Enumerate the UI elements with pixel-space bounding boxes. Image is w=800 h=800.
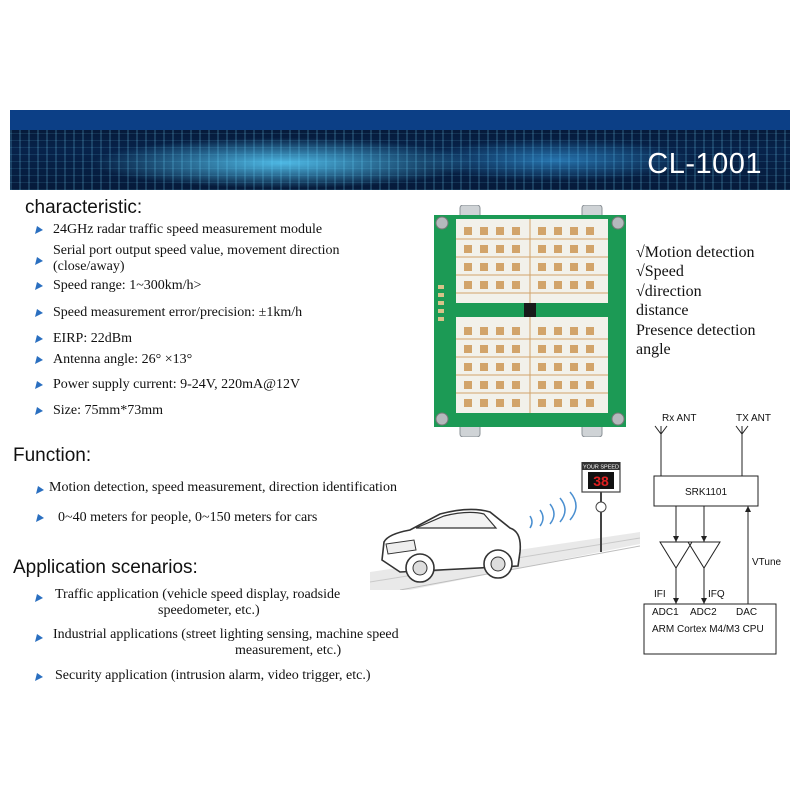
feature-item: distance [636,302,689,320]
arrow-bullet-icon [35,381,43,389]
function-heading: Function: [13,445,92,466]
block-diagram: Rx ANT TX ANT SRK1101 VTune IFI IFQ ADC1… [643,413,782,655]
vtune-label: VTune [752,557,782,568]
sign-speed-value: 38 [593,473,609,489]
arrow-bullet-icon [35,282,43,290]
arrow-bullet-icon [35,673,43,681]
arrow-bullet-icon [35,356,43,364]
arrow-bullet-icon [35,634,43,642]
arrow-bullet-icon [35,407,43,415]
dac-label: DAC [736,607,757,618]
arrow-bullet-icon [36,486,44,494]
banner-background-art [10,130,790,190]
arrow-bullet-icon [35,309,43,317]
arrow-bullet-icon [35,226,43,234]
feature-checklist: √Motion detection √Speed √direction dist… [636,243,756,359]
ifq-label: IFQ [708,589,725,600]
vehicle-speed-scene-image: YOUR SPEED 38 [370,462,640,590]
adc2-label: ADC2 [690,607,717,618]
feature-item: Presence detection [636,321,756,339]
cpu-label: ARM Cortex M4/M3 CPU [652,624,764,635]
feature-item: √Speed [636,263,684,281]
tx-antenna-label: TX ANT [736,413,771,424]
arrow-bullet-icon [35,594,43,602]
applications-heading: Application scenarios: [13,557,198,578]
arrow-bullet-icon [35,257,43,265]
model-name: CL-1001 [647,148,762,180]
feature-item: angle [636,341,671,359]
chip-label: SRK1101 [685,487,728,498]
arrow-bullet-icon [36,514,44,522]
rx-antenna-label: Rx ANT [662,413,696,424]
title-banner: CL-1001 [10,110,790,190]
feature-item: √direction [636,282,702,300]
arrow-bullet-icon [35,335,43,343]
feature-item: √Motion detection [636,244,755,261]
ifi-label: IFI [654,589,666,600]
adc1-label: ADC1 [652,607,679,618]
characteristic-heading: characteristic: [25,197,143,218]
sign-caption: YOUR SPEED [583,465,619,471]
radar-module-image [434,205,626,437]
